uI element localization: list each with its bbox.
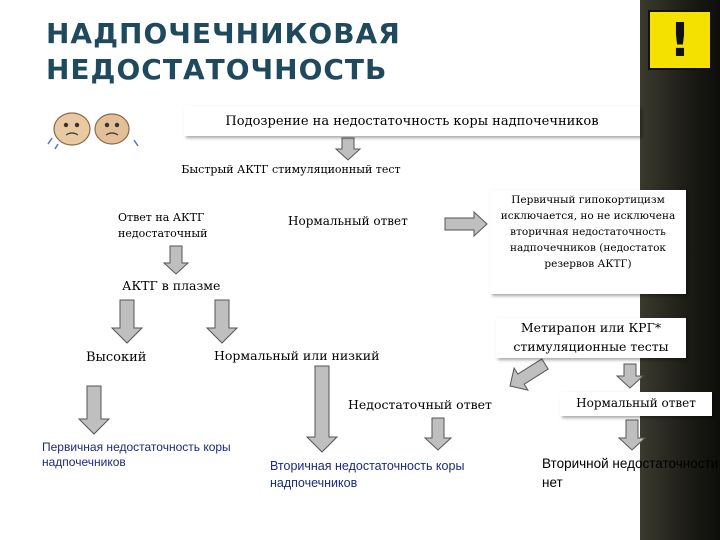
arrow-metyrapone-to-insufficient: [509, 358, 549, 391]
high-label: Высокий: [86, 350, 147, 365]
adrenal-gland-left: [53, 112, 91, 146]
metyrapone-box: Метирапон или КРГ* стимуляционные тесты: [496, 318, 686, 358]
no-secondary-label: Вторичной недостаточности нет: [542, 456, 719, 490]
adrenal-gland-right: [94, 113, 130, 145]
gland-mouth: [105, 132, 119, 136]
normal-response-2-text: Нормальный ответ: [576, 396, 696, 410]
acth-plasma-label: АКТГ в плазме: [122, 278, 221, 293]
arrow-high-to-primary: [77, 385, 111, 435]
slide-title: НАДПОЧЕЧНИКОВАЯ НЕДОСТАТОЧНОСТЬ: [46, 16, 401, 88]
gland-eye: [104, 122, 110, 128]
arrow-plasma-to-high: [110, 299, 144, 344]
normal-response-label: Нормальный ответ: [288, 214, 408, 228]
primary-insufficiency-label: Первичная недостаточность коры надпочечн…: [42, 440, 231, 469]
normal-response-2-box: Нормальный ответ: [560, 392, 712, 416]
suspicion-text: Подозрение на недостаточность коры надпо…: [225, 113, 599, 129]
acth-test-label: Быстрый АКТГ стимуляционный тест: [181, 163, 401, 176]
exclamation-mark: !: [669, 13, 691, 67]
gland-mouth: [65, 132, 79, 136]
response-insufficient-label: Ответ на АКТГ недостаточный: [118, 211, 208, 240]
primary-excluded-box: Первичный гипокортицизм исключается, но …: [490, 190, 686, 294]
gland-eye: [74, 122, 80, 128]
title-line-1: НАДПОЧЕЧНИКОВАЯ: [46, 17, 401, 50]
insufficient-response-label: Недостаточный ответ: [348, 397, 492, 412]
arrow-insufficient-to-secondary: [423, 417, 453, 451]
arrow-plasma-to-normal-low: [205, 299, 239, 344]
suspicion-box: Подозрение на недостаточность коры надпо…: [184, 106, 640, 136]
metyrapone-text: Метирапон или КРГ* стимуляционные тесты: [513, 320, 669, 354]
arrow-suspicion-to-test: [334, 137, 362, 161]
arrow-normal-low-to-secondary: [305, 365, 339, 453]
arrow-normal-to-no-secondary: [617, 419, 647, 451]
secondary-insufficiency-label: Вторичная недостаточность коры надпочечн…: [270, 459, 465, 490]
arrow-response-to-plasma: [162, 245, 190, 275]
tear-drops: [47, 137, 139, 150]
exclamation-warning-icon: !: [648, 10, 712, 70]
primary-excluded-text: Первичный гипокортицизм исключается, но …: [500, 194, 676, 270]
normal-or-low-label: Нормальный или низкий: [214, 348, 380, 363]
arrow-metyrapone-to-normal: [615, 363, 645, 389]
gland-eye: [114, 122, 120, 128]
title-line-2: НЕДОСТАТОЧНОСТЬ: [46, 53, 388, 86]
adrenal-glands-icon: [47, 112, 139, 150]
gland-eye: [63, 122, 69, 128]
arrow-normal-to-excluded: [444, 210, 488, 238]
